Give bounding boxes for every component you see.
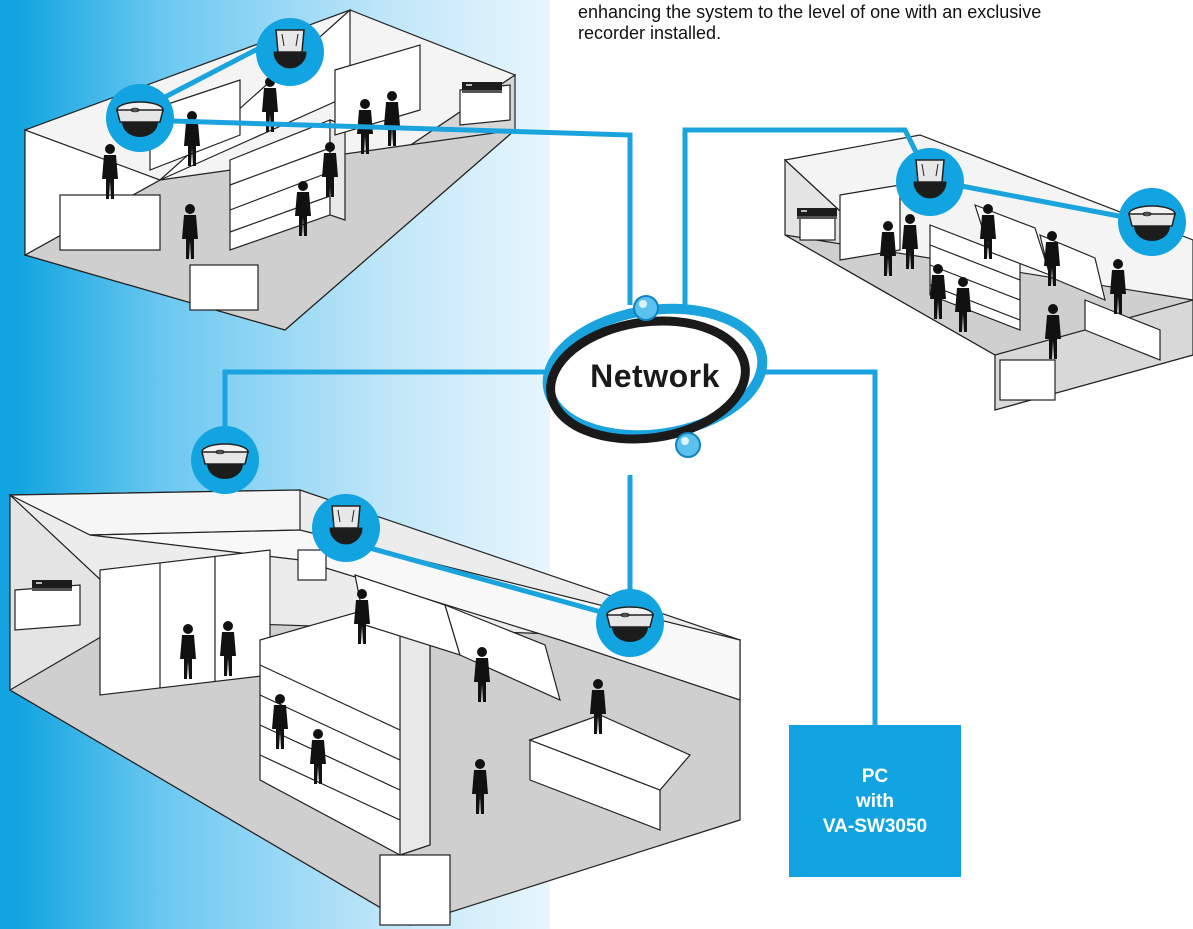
network-label: Network bbox=[590, 358, 720, 394]
dome-camera-icon bbox=[255, 17, 325, 87]
store-right bbox=[783, 134, 1193, 411]
pc-label: PC with VA-SW3050 bbox=[822, 765, 928, 837]
description-text: enhancing the system to the level of one… bbox=[578, 2, 1042, 43]
dome-camera-icon bbox=[1117, 187, 1187, 257]
dome-camera-icon bbox=[895, 147, 965, 217]
store-top-left bbox=[23, 8, 517, 331]
dome-camera-icon bbox=[105, 83, 175, 153]
pc-box: PC with VA-SW3050 bbox=[789, 725, 961, 877]
store-bottom-left bbox=[8, 489, 742, 927]
recorder-icon bbox=[32, 580, 72, 591]
dome-camera-icon bbox=[595, 588, 665, 658]
dome-camera-icon bbox=[311, 493, 381, 563]
recorder-icon bbox=[797, 208, 837, 219]
dome-camera-icon bbox=[190, 425, 260, 495]
recorder-icon bbox=[462, 82, 502, 93]
network-hub bbox=[542, 295, 768, 458]
